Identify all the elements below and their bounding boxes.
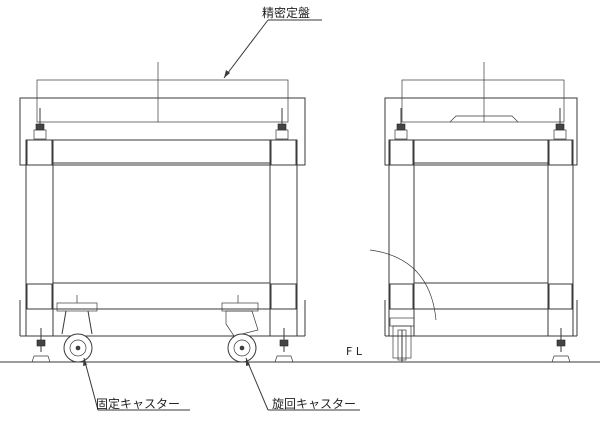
- swivel-caster: [221, 295, 259, 363]
- front-left-top-pad: [26, 139, 53, 166]
- leader-swivel-caster: [245, 357, 360, 411]
- surface-plate-label: 精密定盤: [262, 6, 311, 20]
- side-plate-handle: [449, 115, 519, 123]
- front-left-bottom-pad: [26, 283, 53, 310]
- front-right-top-bolt: [275, 108, 289, 140]
- side-right-leveling-foot: [551, 328, 571, 363]
- front-right-bottom-pad: [270, 283, 297, 310]
- side-top-frame: [384, 97, 578, 166]
- front-right-top-pad: [270, 139, 297, 166]
- side-left-top-pad: [389, 139, 414, 166]
- side-caster: [389, 317, 415, 362]
- swivel-sweep-arc: [369, 249, 437, 321]
- side-right-top-bolt: [553, 108, 567, 140]
- side-view: [369, 62, 578, 363]
- fixed-caster: [56, 295, 98, 363]
- front-view: [19, 62, 306, 363]
- side-right-top-pad: [548, 139, 573, 166]
- side-left-bottom-pad: [389, 283, 414, 310]
- front-top-frame: [19, 97, 306, 166]
- front-left-leveling-foot: [31, 328, 51, 363]
- leader-fixed-caster: [83, 357, 190, 411]
- front-left-top-bolt: [33, 108, 47, 140]
- side-right-bottom-pad: [548, 283, 573, 310]
- front-right-leveling-foot: [274, 328, 294, 363]
- front-surface-plate: [36, 79, 289, 123]
- side-left-top-bolt: [394, 108, 408, 140]
- floor-level-label: F L: [346, 345, 362, 358]
- swivel-caster-label: 旋回キャスター: [272, 397, 357, 411]
- fixed-caster-label: 固定キャスター: [96, 397, 181, 411]
- leader-surface-plate: [223, 19, 322, 79]
- side-surface-plate: [401, 79, 565, 123]
